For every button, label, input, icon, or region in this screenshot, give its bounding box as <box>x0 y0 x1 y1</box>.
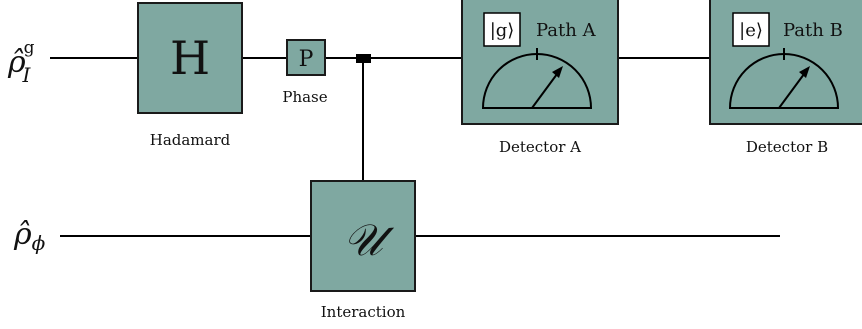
interaction-caption: Interaction <box>321 303 406 321</box>
detector-a-path-label: Path A <box>536 20 597 41</box>
hadamard-caption: Hadamard <box>150 131 231 149</box>
phase-caption: Phase <box>282 88 327 106</box>
detector-a-meter-needle <box>531 69 561 109</box>
phase-glyph: P <box>299 47 314 72</box>
detector-a-needle-head <box>552 66 563 78</box>
hadamard-gate: H <box>137 2 243 114</box>
detector-b: |e⟩ Path B <box>709 0 862 125</box>
hadamard-glyph: H <box>170 31 210 85</box>
input-label-bottom: ρ̂ϕ <box>13 217 46 255</box>
detector-b-meter-needle <box>778 69 808 109</box>
detector-a-ket-box <box>483 12 521 47</box>
detector-b-ket-box <box>732 12 770 47</box>
detector-a-caption: Detector A <box>499 138 581 156</box>
detector-a: |g⟩ Path A <box>461 0 619 125</box>
detector-a-meter-icon <box>481 53 593 109</box>
detector-b-meter-icon <box>728 53 840 109</box>
detector-b-ket: |e⟩ <box>739 20 763 41</box>
detector-a-ket: |g⟩ <box>490 20 515 41</box>
detector-b-caption: Detector B <box>746 138 828 156</box>
detector-b-needle-head <box>799 66 810 78</box>
interaction-gate: 𝒰 <box>310 180 416 292</box>
detector-b-path-label: Path B <box>783 20 843 41</box>
phase-gate: P <box>286 39 326 76</box>
control-dot <box>356 54 371 63</box>
